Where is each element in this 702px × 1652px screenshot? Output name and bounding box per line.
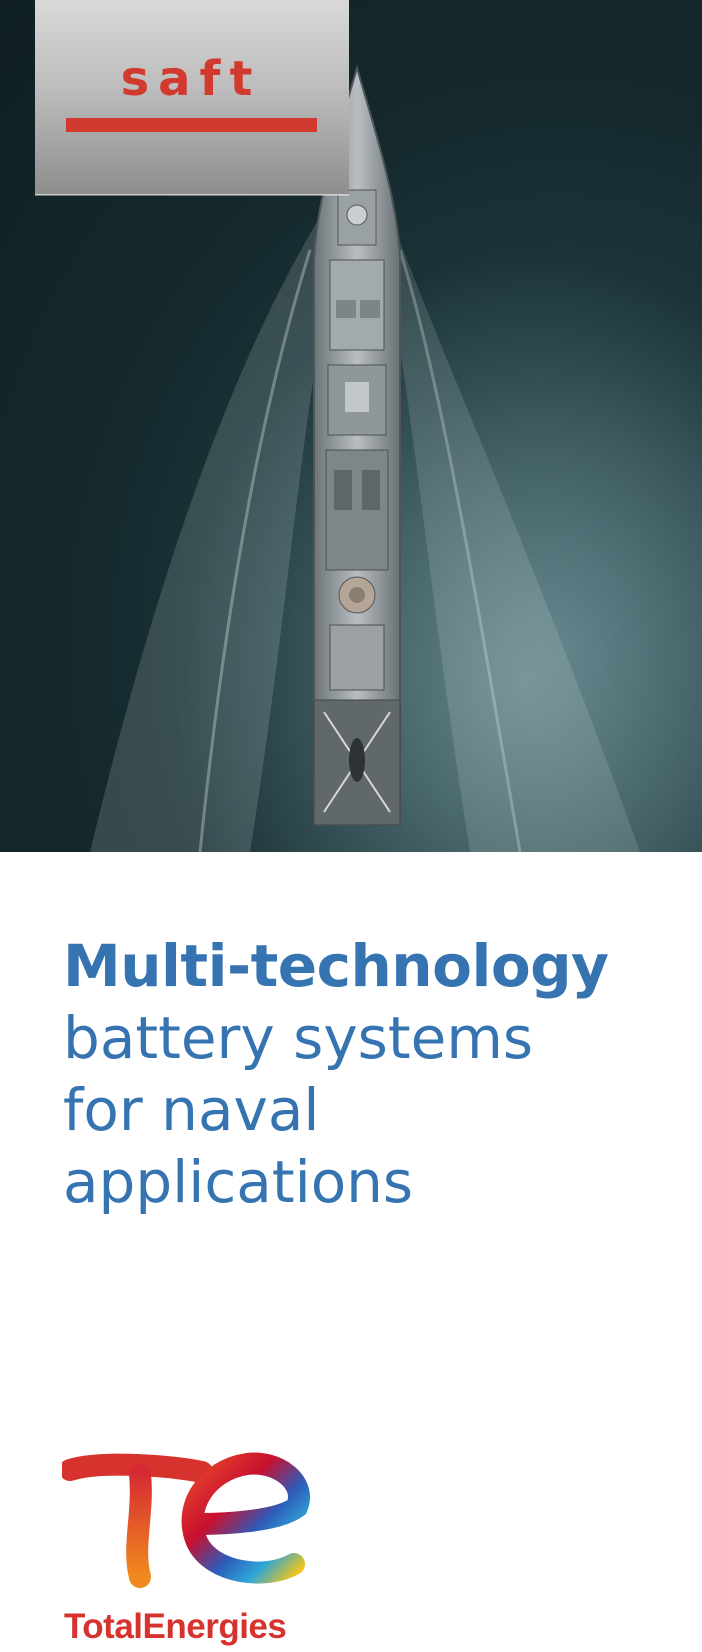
saft-logo: SAFT (35, 0, 349, 195)
saft-logo-bar (66, 118, 317, 132)
totalenergies-logo-icon (62, 1452, 310, 1588)
headline-line-1: battery systems (63, 1004, 534, 1072)
saft-logo-text: SAFT (120, 51, 262, 107)
ship-illustration (0, 0, 702, 852)
totalenergies-wordmark: TotalEnergies (64, 1607, 287, 1646)
headline-line-2: for naval (63, 1076, 320, 1144)
hero-image: SAFT (0, 0, 702, 852)
headline-bold: Multi-technology (63, 932, 609, 1000)
page-title: Multi-technology battery systems for nav… (63, 930, 683, 1218)
headline-line-3: applications (63, 1148, 414, 1216)
